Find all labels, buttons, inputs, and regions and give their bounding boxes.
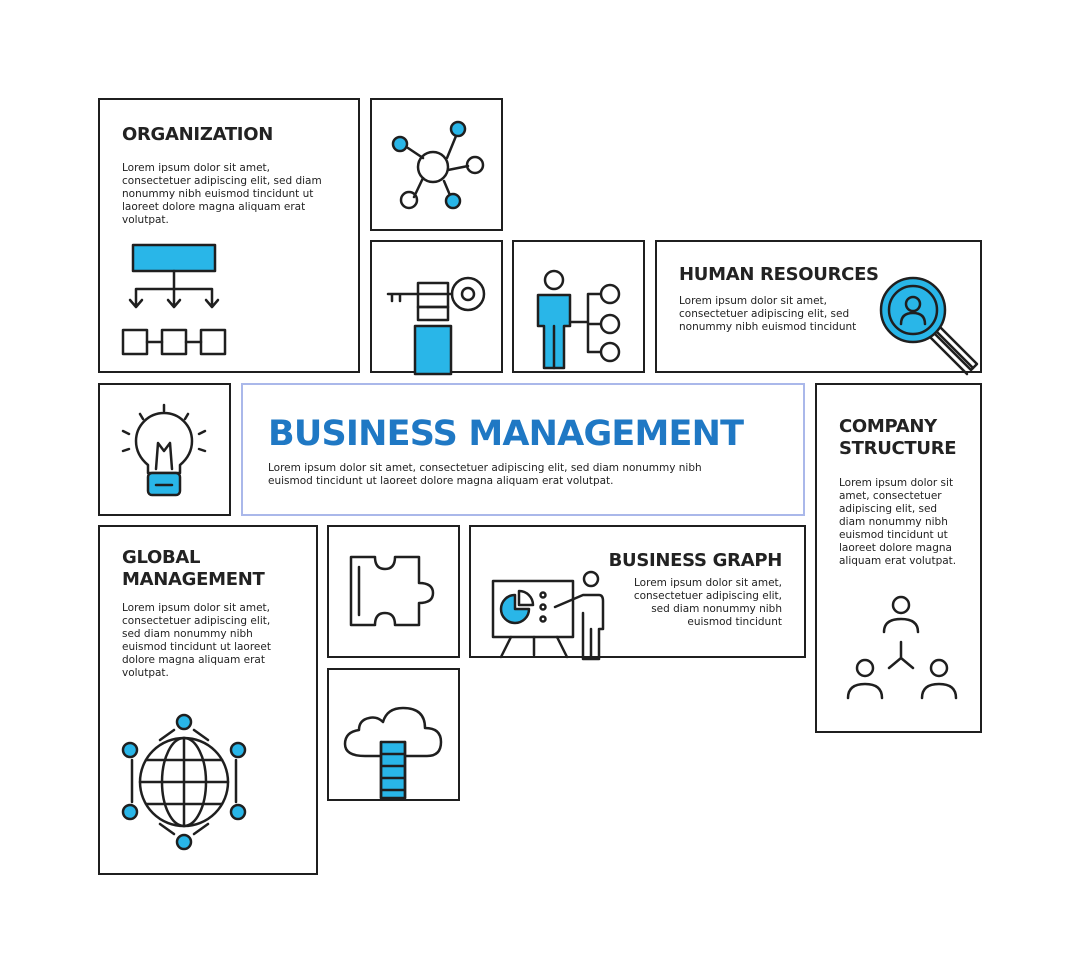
person-hierarchy-tile — [512, 240, 645, 373]
presentation-icon — [491, 570, 605, 661]
business-graph-title: BUSINESS GRAPH — [608, 550, 783, 571]
puzzle-piece-icon — [349, 555, 435, 627]
organization-text: Lorem ipsum dolor sit amet, consectetuer… — [122, 162, 322, 226]
company-structure-panel: COMPANY STRUCTURE Lorem ipsum dolor sit … — [815, 383, 982, 733]
human-resources-panel: HUMAN RESOURCES Lorem ipsum dolor sit am… — [655, 240, 982, 376]
puzzle-tile — [327, 525, 460, 658]
global-management-title: GLOBAL MANAGEMENT — [122, 547, 265, 590]
network-nodes-icon — [391, 120, 485, 210]
lightbulb-icon — [121, 403, 207, 497]
organization-panel: ORGANIZATION Lorem ipsum dolor sit amet,… — [98, 98, 360, 373]
company-structure-title: COMPANY STRUCTURE — [839, 416, 957, 459]
business-graph-panel: BUSINESS GRAPH Lorem ipsum dolor sit ame… — [469, 525, 806, 661]
main-text: Lorem ipsum dolor sit amet, consectetuer… — [268, 462, 702, 487]
lightbulb-tile — [98, 383, 231, 516]
network-nodes-tile — [370, 98, 503, 231]
global-management-text: Lorem ipsum dolor sit amet, consectetuer… — [122, 602, 271, 679]
global-management-panel: GLOBAL MANAGEMENT Lorem ipsum dolor sit … — [98, 525, 318, 875]
hand-key-tile — [370, 240, 503, 376]
organization-title: ORGANIZATION — [122, 124, 273, 145]
human-resources-text: Lorem ipsum dolor sit amet, consectetuer… — [679, 295, 857, 333]
search-person-icon — [879, 276, 979, 376]
globe-network-icon — [121, 713, 247, 851]
business-graph-text: Lorem ipsum dolor sit amet, consectetuer… — [633, 577, 782, 628]
team-structure-icon — [846, 595, 958, 700]
company-structure-text: Lorem ipsum dolor sit amet, consectetuer… — [839, 477, 957, 567]
cloud-ladder-tile — [327, 668, 460, 801]
person-hierarchy-icon — [536, 269, 621, 370]
hand-key-icon — [386, 276, 486, 376]
business-management-panel: BUSINESS MANAGEMENT Lorem ipsum dolor si… — [241, 383, 805, 516]
org-chart-icon — [121, 243, 227, 356]
cloud-ladder-icon — [343, 706, 443, 800]
human-resources-title: HUMAN RESOURCES — [679, 264, 879, 285]
main-title: BUSINESS MANAGEMENT — [268, 414, 744, 454]
